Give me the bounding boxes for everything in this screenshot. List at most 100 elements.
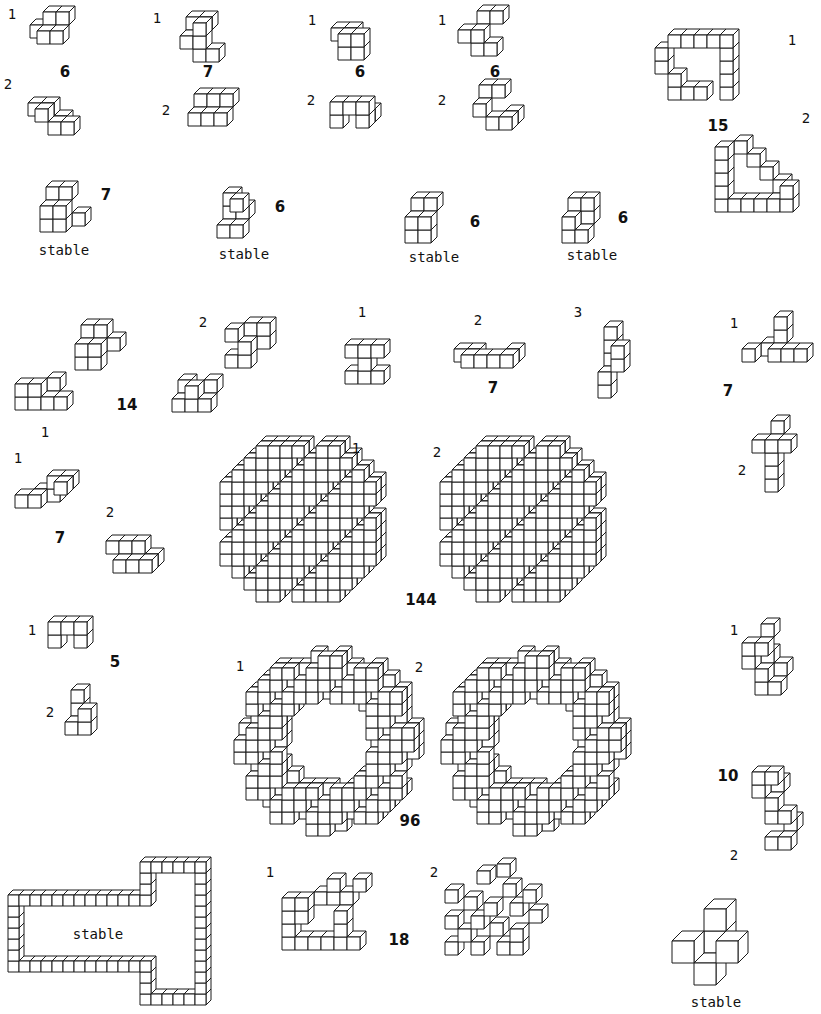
cube-face [256, 482, 268, 494]
cube-face [340, 566, 352, 578]
cube-face [256, 518, 268, 530]
cube-face [568, 198, 581, 211]
cube-cluster [345, 339, 390, 384]
cube-face [53, 206, 66, 219]
cube-cluster [562, 192, 600, 243]
cube-face [512, 506, 524, 518]
cube-face [352, 542, 364, 554]
cube-face [755, 343, 761, 362]
cube-face [340, 458, 352, 470]
cube-face [244, 554, 256, 566]
cube-face [584, 465, 589, 482]
cube-face [765, 479, 778, 492]
cube-face [572, 482, 584, 494]
cube-face [424, 198, 437, 211]
cube-face [484, 24, 490, 43]
cube-face [452, 566, 464, 578]
cube-face [280, 578, 292, 590]
cube-face [75, 357, 88, 370]
cube-face [28, 384, 41, 397]
cube-face [668, 87, 681, 100]
cube-face [340, 494, 352, 506]
cube-face [512, 590, 524, 602]
cube-face [351, 47, 364, 60]
cube-face [292, 542, 304, 554]
cube-face [193, 23, 206, 36]
cube-face [464, 542, 476, 554]
cube-face [581, 198, 594, 211]
cube-cluster [454, 343, 525, 368]
cube-face [720, 74, 733, 87]
cube-face [405, 217, 418, 230]
cube-face [232, 482, 244, 494]
cube-face [220, 554, 232, 566]
cube-face [217, 225, 230, 238]
cube-face [249, 200, 255, 219]
cube-face [48, 103, 54, 122]
cube-face [212, 11, 218, 30]
cube-face [488, 494, 500, 506]
cube-face [238, 355, 251, 368]
cube-face [59, 187, 72, 200]
cube-face [232, 470, 244, 482]
cube-face [720, 61, 733, 74]
cube-face [524, 470, 536, 482]
cube-face [778, 440, 791, 453]
cube-face [773, 161, 779, 180]
cube-face [760, 167, 773, 180]
cube-cluster [330, 96, 381, 128]
cube-face [560, 542, 572, 554]
cube-face [575, 230, 588, 243]
cube-face [733, 29, 739, 48]
cube-face [774, 330, 787, 343]
cube-face [486, 98, 492, 117]
cube-face [500, 542, 512, 554]
cube-cluster [458, 5, 509, 56]
cube-face [219, 43, 225, 62]
cube-face [73, 470, 79, 489]
cube-face [598, 385, 611, 398]
cube-face [185, 386, 198, 399]
cube-face [572, 554, 584, 566]
cube-face [280, 554, 292, 566]
cube-face [101, 338, 107, 357]
cube-face [292, 446, 304, 458]
cube-face [41, 378, 47, 397]
cube-face [28, 397, 41, 410]
cube-cluster [440, 436, 606, 602]
cube-face [487, 355, 500, 368]
cube-face [230, 225, 243, 238]
cube-face [476, 458, 488, 470]
cube-face [232, 506, 244, 518]
cube-face [316, 530, 328, 542]
cube-face [765, 440, 778, 453]
cube-face [572, 506, 584, 518]
cube-face [180, 36, 193, 49]
cube-face [452, 494, 464, 506]
cube-face [584, 518, 596, 530]
cube-face [207, 94, 220, 107]
cube-face [440, 494, 452, 506]
cube-face [512, 554, 524, 566]
cube-face [316, 470, 328, 482]
cube-face [440, 554, 452, 566]
cube-face [352, 554, 364, 566]
cube-face [488, 554, 500, 566]
cube-face [40, 206, 53, 219]
cube-face [791, 434, 797, 453]
cube-face [476, 566, 488, 578]
cube-face [328, 470, 340, 482]
cube-face [345, 436, 350, 453]
cube-face [158, 548, 164, 567]
cube-cluster [655, 29, 739, 100]
cube-face [617, 321, 623, 340]
cube-face [505, 79, 511, 98]
cube-face [452, 554, 464, 566]
cube-face [584, 554, 596, 566]
cube-face [548, 554, 560, 566]
cube-face [768, 349, 781, 362]
cube-face [280, 446, 292, 458]
cube-face [418, 217, 431, 230]
cube-face [340, 482, 352, 494]
cube-face [358, 345, 371, 358]
